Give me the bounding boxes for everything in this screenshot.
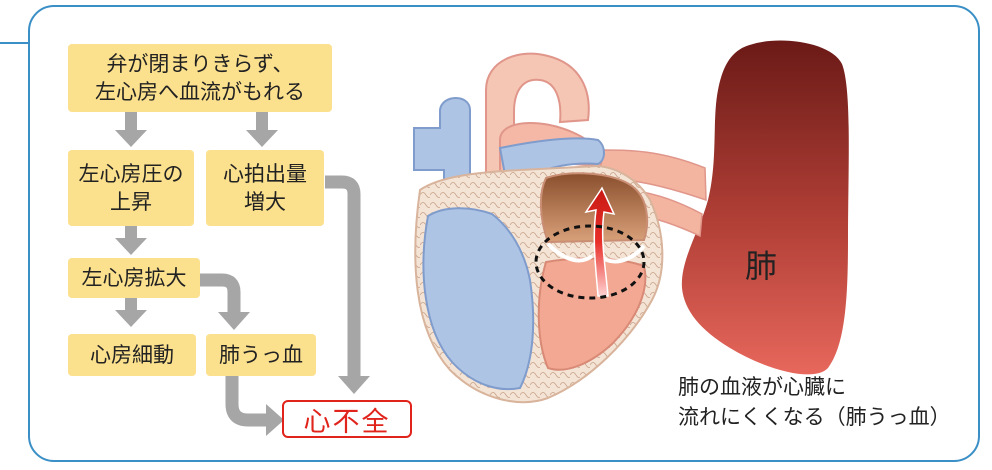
- lung-label: 肺: [745, 241, 777, 287]
- lung: [682, 41, 849, 375]
- left-ventricle: [539, 259, 646, 370]
- illustration-caption: 肺の血液が心臓に 流れにくくなる（肺うっ血）: [678, 372, 951, 432]
